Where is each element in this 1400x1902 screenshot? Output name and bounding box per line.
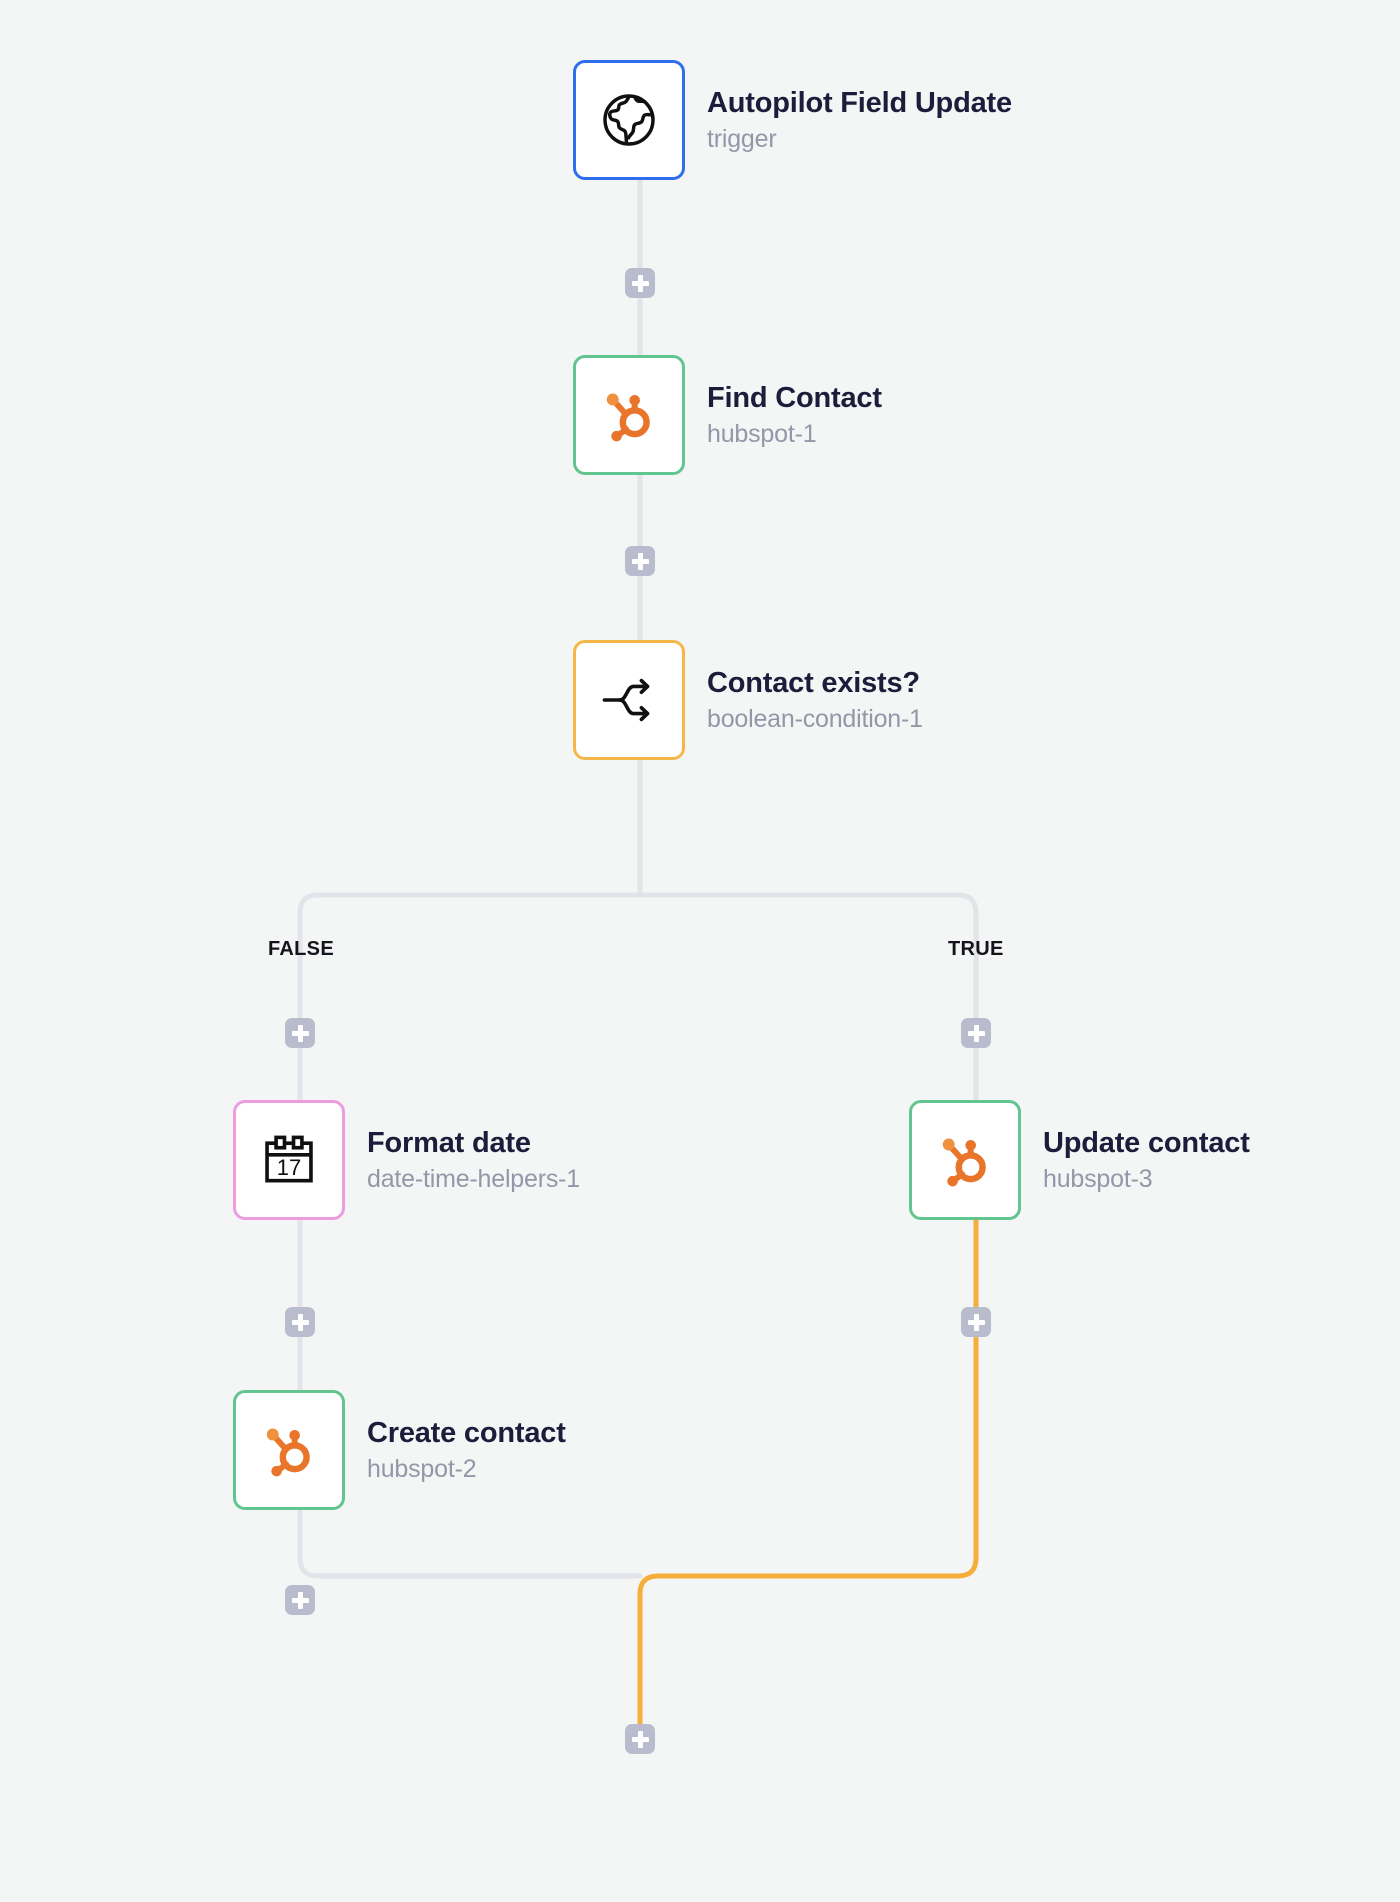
node-title: Find Contact (707, 382, 882, 415)
node-subtitle: boolean-condition-1 (707, 704, 923, 733)
branch-label-true: TRUE (948, 938, 1004, 960)
add-step-button-after-find-contact[interactable] (625, 546, 655, 576)
plus-icon-bar (297, 1313, 303, 1331)
node-icon-box-find-contact[interactable] (573, 355, 685, 475)
node-subtitle: hubspot-1 (707, 419, 817, 448)
node-title: Contact exists? (707, 667, 920, 700)
node-contact-exists[interactable]: Contact exists? boolean-condition-1 (573, 640, 923, 760)
branch-label-false: FALSE (268, 938, 334, 960)
node-text-find-contact: Find Contact hubspot-1 (707, 383, 882, 447)
node-text-update-contact: Update contact hubspot-3 (1043, 1128, 1250, 1192)
plus-icon-bar (637, 1730, 643, 1748)
add-step-button-false-branch[interactable] (285, 1018, 315, 1048)
hubspot-icon (258, 1419, 320, 1481)
globe-icon (597, 88, 661, 152)
plus-icon-bar (973, 1313, 979, 1331)
add-step-button-true-branch[interactable] (961, 1018, 991, 1048)
node-trigger[interactable]: Autopilot Field Update trigger (573, 60, 1012, 180)
plus-icon-bar (973, 1024, 979, 1042)
node-subtitle: date-time-helpers-1 (367, 1164, 580, 1193)
node-text-create-contact: Create contact hubspot-2 (367, 1418, 566, 1482)
add-step-button-after-merge[interactable] (625, 1724, 655, 1754)
add-step-button-after-format-date[interactable] (285, 1307, 315, 1337)
node-title: Create contact (367, 1417, 566, 1450)
add-step-button-after-create-contact[interactable] (285, 1585, 315, 1615)
node-format-date[interactable]: 17 Format date date-time-helpers-1 (233, 1100, 580, 1220)
calendar-icon: 17 (258, 1129, 320, 1191)
hubspot-icon (934, 1129, 996, 1191)
node-icon-box-update-contact[interactable] (909, 1100, 1021, 1220)
hubspot-icon (598, 384, 660, 446)
plus-icon-bar (637, 274, 643, 292)
plus-icon-bar (297, 1591, 303, 1609)
node-icon-box-create-contact[interactable] (233, 1390, 345, 1510)
node-icon-box-format-date[interactable]: 17 (233, 1100, 345, 1220)
node-update-contact[interactable]: Update contact hubspot-3 (909, 1100, 1250, 1220)
node-subtitle: hubspot-3 (1043, 1164, 1153, 1193)
node-find-contact[interactable]: Find Contact hubspot-1 (573, 355, 882, 475)
node-text-contact-exists: Contact exists? boolean-condition-1 (707, 668, 923, 732)
branch-split-icon (598, 669, 660, 731)
node-title: Format date (367, 1127, 531, 1160)
plus-icon-bar (297, 1024, 303, 1042)
node-subtitle: hubspot-2 (367, 1454, 477, 1483)
plus-icon-bar (637, 552, 643, 570)
node-subtitle: trigger (707, 124, 777, 153)
node-icon-box-contact-exists[interactable] (573, 640, 685, 760)
node-title: Update contact (1043, 1127, 1250, 1160)
node-icon-box-trigger[interactable] (573, 60, 685, 180)
node-text-format-date: Format date date-time-helpers-1 (367, 1128, 580, 1192)
node-title: Autopilot Field Update (707, 87, 1012, 120)
add-step-button-after-trigger[interactable] (625, 268, 655, 298)
node-text-trigger: Autopilot Field Update trigger (707, 88, 1012, 152)
add-step-button-after-update-contact[interactable] (961, 1307, 991, 1337)
calendar-day-number: 17 (277, 1155, 301, 1180)
node-create-contact[interactable]: Create contact hubspot-2 (233, 1390, 566, 1510)
